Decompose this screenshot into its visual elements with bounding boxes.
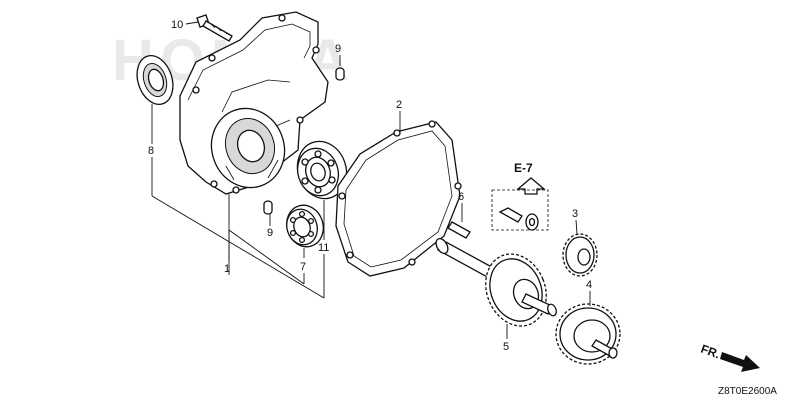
ball-bearing-small[interactable] [281,200,328,251]
flange-bolt[interactable] [196,14,233,42]
right-arrow-icon [720,352,760,372]
diagram-code: Z8T0E2600A [718,386,777,397]
transmission-case-cover[interactable] [179,11,329,198]
direction-label: FR. [699,342,722,362]
callout-8: 8 [148,145,154,157]
callout-6: 6 [458,191,464,203]
woodruff-key[interactable] [447,221,471,239]
output-shaft-gear[interactable] [434,237,558,336]
oil-seal[interactable] [131,51,179,109]
dowel-pin-lower[interactable] [263,200,273,215]
callout-9-lower: 9 [267,227,273,239]
front-direction-indicator: FR. [699,342,760,372]
callout-3: 3 [572,208,578,220]
reference-e7[interactable]: E-7 [491,161,549,231]
ball-bearing-large[interactable] [290,135,354,205]
callout-1: 1 [224,263,230,275]
callout-11: 11 [318,242,329,254]
callout-7: 7 [300,261,306,273]
callout-4: 4 [586,279,592,291]
callout-5: 5 [503,341,509,353]
callout-10: 10 [171,19,183,31]
callout-2: 2 [396,99,402,111]
up-arrow-icon [516,177,546,195]
dowel-pin-upper[interactable] [335,67,345,81]
case-gasket[interactable] [335,120,462,277]
reference-label: E-7 [514,161,533,175]
small-gear[interactable] [562,233,598,277]
countershaft-gear[interactable] [555,303,621,365]
callout-9-upper: 9 [335,43,341,55]
